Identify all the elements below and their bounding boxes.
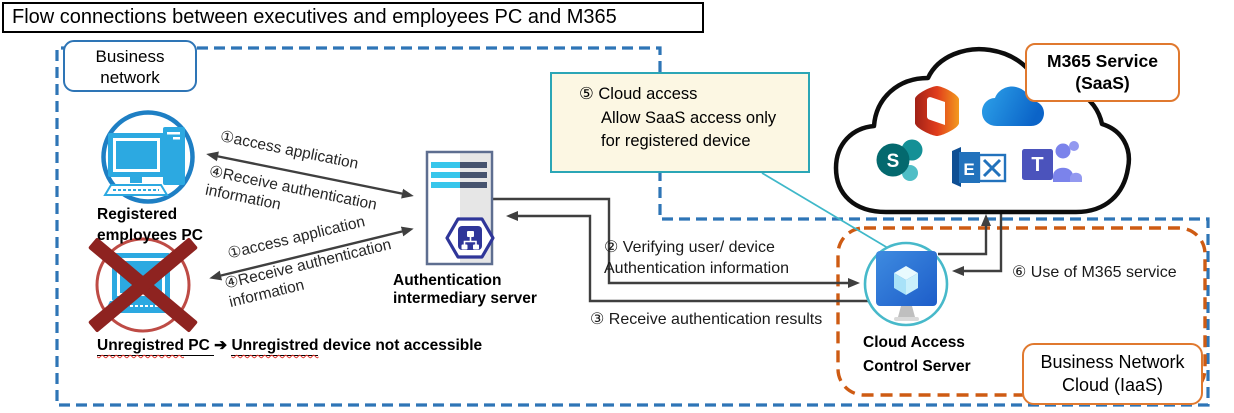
red-x-mark [88, 238, 198, 332]
svg-text:E: E [963, 160, 974, 179]
arrow-verify-auth-info [493, 197, 860, 288]
cloud-access-server-icon [863, 241, 949, 327]
note-line-2: Allow SaaS access only [601, 108, 777, 127]
arrow-to-m365 [938, 214, 991, 256]
teams-icon: T [1022, 141, 1082, 182]
flow-label-use-m365: ⑥ Use of M365 service [1012, 264, 1177, 281]
caption-rest: device not accessible [318, 337, 483, 354]
svg-text:T: T [1031, 154, 1043, 176]
business-network-border [55, 46, 1210, 407]
arrow-use-m365 [952, 211, 1003, 276]
unregistred-word-1: Unregistred [97, 337, 184, 354]
auth-server-icon [425, 150, 495, 266]
sharepoint-icon: S [876, 139, 923, 181]
note-line-3: for registered device [601, 132, 751, 150]
iaas-border [836, 226, 1207, 397]
arrow-receive-results [506, 211, 868, 303]
unregistered-pc-icon [88, 237, 198, 333]
caption-arrow: ➔ [214, 337, 228, 354]
unregistred-pc-suffix: PC [184, 337, 215, 354]
note-line-1: ⑤ Cloud access [579, 85, 698, 103]
svg-text:S: S [887, 151, 900, 172]
exchange-icon: E [952, 147, 1007, 187]
cloud-access-server-label: Cloud Access Control Server [863, 334, 971, 375]
registered-pc-icon [101, 110, 195, 204]
page-title: Flow connections between executives and … [2, 2, 704, 33]
iaas-label: Business Network Cloud (IaaS) [1022, 343, 1203, 405]
flow-label-receive-results: ③ Receive authentication results [590, 311, 823, 328]
registered-pc-label: Registered employees PC [97, 206, 203, 244]
m365-service-label: M365 Service (SaaS) [1025, 43, 1180, 102]
unregistered-pc-caption: Unregistred PC ➔ Unregistred device not … [97, 336, 483, 356]
note-callout-line [761, 172, 899, 255]
unregistred-word-2: Unregistred [231, 337, 319, 356]
m365-cloud: S E T [833, 46, 1132, 215]
office-icon [915, 86, 959, 136]
auth-server-label: Authentication intermediary server [393, 272, 537, 307]
cloud-access-note: ⑤ Cloud access Allow SaaS access only fo… [550, 72, 810, 173]
arrow-unregistered-pc-auth-server [209, 226, 414, 281]
arrow-registered-pc-auth-server [206, 151, 414, 199]
flow-label-verify: ② Verifying user/ device Authentication … [604, 239, 789, 277]
business-network-label: Business network [63, 40, 197, 92]
